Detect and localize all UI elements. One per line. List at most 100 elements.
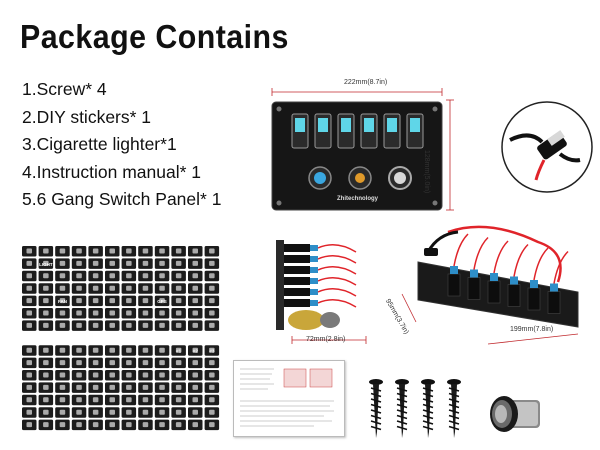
screw-thread: [448, 398, 460, 403]
sticker-icon: [209, 310, 215, 316]
side-depth-label: 72mm(2.8in): [306, 336, 346, 343]
sticker-icon: [59, 273, 66, 279]
sticker-icon: [109, 347, 115, 353]
sticker-icon: [175, 347, 182, 353]
wired-wire: [473, 236, 489, 270]
sticker-icon: [43, 409, 49, 415]
sticker-icon: [109, 248, 115, 254]
sticker-icon: [126, 248, 132, 254]
sticker-icon: [26, 260, 32, 266]
sticker-icon: [59, 260, 66, 266]
sticker-icon: [209, 360, 215, 366]
sticker-icon: [26, 347, 32, 353]
sticker-icon: [59, 360, 66, 366]
sticker-icon: [109, 298, 115, 304]
screw-head: [421, 379, 435, 385]
sticker-icon: [126, 273, 132, 279]
side-wire: [317, 288, 357, 297]
sticker-icon: [92, 273, 99, 279]
side-terminal: [310, 245, 318, 251]
sticker-icon: [109, 322, 115, 328]
sticker-icon: [142, 273, 149, 279]
sticker-icon: [26, 422, 32, 428]
switch-light: [387, 118, 397, 132]
screw-thread: [396, 420, 408, 425]
sticker-icon: [159, 298, 165, 304]
wired-wire: [493, 240, 509, 274]
side-wire: [317, 277, 357, 286]
screw-thread: [370, 414, 382, 420]
screw-thread: [396, 387, 408, 392]
sticker-icon: [142, 422, 149, 428]
sticker-label: FAN: [58, 299, 67, 304]
sticker-icon: [109, 409, 115, 415]
screw-thread: [422, 403, 434, 409]
sticker-icon: [175, 260, 182, 266]
sticker-icon: [159, 397, 165, 403]
sticker-icon: [159, 260, 165, 266]
wired-length-label: 199mm(7.8in): [510, 326, 554, 333]
wired-switch: [527, 287, 541, 311]
sticker-icon: [159, 322, 165, 328]
sticker-icon: [175, 360, 182, 366]
side-switch: [284, 255, 310, 263]
sticker-icon: [26, 409, 32, 415]
sticker-icon: [76, 285, 82, 291]
side-terminal: [310, 256, 318, 262]
sticker-icon: [142, 298, 149, 304]
screw-thread: [396, 414, 408, 420]
sticker-icon: [43, 347, 49, 353]
panel-brand-label: Zhitechnology: [337, 196, 378, 202]
sticker-icon: [43, 372, 49, 378]
list-item-panel: 5.6 Gang Switch Panel* 1: [22, 189, 222, 209]
screw-thread: [448, 409, 460, 414]
sticker-icon: [142, 384, 149, 390]
sticker-icon: [76, 248, 82, 254]
sticker-icon: [192, 397, 198, 403]
cigarette-lighter: [486, 388, 544, 440]
sticker-icon: [126, 347, 132, 353]
sticker-icon: [159, 409, 165, 415]
wired-connector: [530, 280, 538, 288]
sticker-icon: [142, 397, 149, 403]
screw-thread: [370, 409, 382, 414]
sticker-icon: [43, 248, 49, 254]
list-item-stickers: 2.DIY stickers* 1: [22, 106, 152, 127]
sticker-icon: [76, 384, 82, 390]
sticker-icon: [142, 322, 149, 328]
sticker-icon: [126, 422, 132, 428]
sticker-icon: [175, 248, 182, 254]
sticker-icon: [26, 372, 32, 378]
sticker-icon: [192, 260, 198, 266]
sticker-icon: [126, 322, 132, 328]
sticker-icon: [159, 360, 165, 366]
sticker-icon: [209, 397, 215, 403]
wired-connector: [470, 269, 478, 278]
wired-switch: [447, 273, 461, 297]
sticker-icon: [109, 273, 115, 279]
wired-wire: [513, 243, 529, 277]
sticker-label: #2: [193, 349, 199, 354]
sticker-icon: [59, 298, 66, 304]
sticker-icon: [26, 397, 32, 403]
sticker-icon: [26, 298, 32, 304]
sticker-icon: [175, 372, 182, 378]
sticker-icon: [192, 347, 198, 353]
sticker-icon: [192, 409, 198, 415]
wired-connector: [550, 283, 558, 292]
screw-thread: [422, 425, 434, 431]
sticker-icon: [209, 298, 215, 304]
sticker-icon: [76, 360, 82, 366]
wired-wire: [533, 247, 549, 281]
sticker-icon: [76, 347, 82, 353]
sticker-icon: [159, 310, 165, 316]
sticker-icon: [209, 285, 215, 291]
sticker-icon: [142, 372, 149, 378]
sticker-icon: [59, 347, 66, 353]
sticker-icon: [43, 360, 49, 366]
sticker-icon: [76, 298, 82, 304]
sticker-label: LIGHT: [39, 262, 53, 267]
switch-light: [295, 118, 305, 132]
screw-thread: [422, 398, 434, 403]
sticker-icon: [76, 322, 82, 328]
